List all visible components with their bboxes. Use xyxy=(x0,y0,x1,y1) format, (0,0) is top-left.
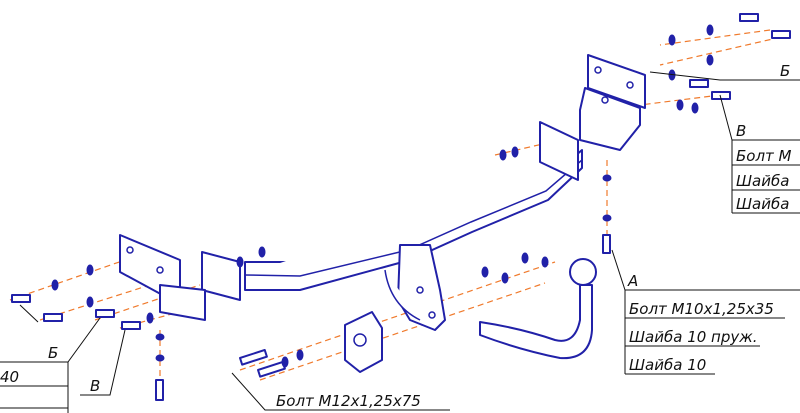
washer-v-1 xyxy=(602,174,612,182)
label-a: А xyxy=(627,272,638,290)
right-bracket-plate xyxy=(587,54,646,109)
washer-left-2 xyxy=(86,264,94,276)
washer-v-2 xyxy=(602,214,612,222)
leader-b-right xyxy=(649,71,800,81)
washer-bottom-3 xyxy=(521,252,529,264)
right-bracket-hole-3 xyxy=(601,96,609,104)
label-washer-a: Шайба 10 xyxy=(629,356,706,374)
leader-lines xyxy=(0,71,800,413)
washer-v-left-1 xyxy=(155,333,165,341)
washer-left-4 xyxy=(146,312,154,324)
washer-bottom-1 xyxy=(481,266,489,278)
washer-tr-3 xyxy=(706,54,714,66)
label-v-right: В xyxy=(736,122,746,140)
washer-bottom-4 xyxy=(541,256,549,268)
tow-ball xyxy=(479,258,597,360)
left-bracket-hole-1 xyxy=(126,246,134,254)
washer-tr-1 xyxy=(668,34,676,46)
crossbar-end-plate-right xyxy=(539,121,579,181)
washer-bottom-2 xyxy=(501,272,509,284)
washer-r-1 xyxy=(676,99,684,111)
bolt-left-1 xyxy=(11,294,31,303)
bolt-vertical-right xyxy=(602,234,611,254)
left-bracket-hole-2 xyxy=(156,266,164,274)
bolt-right-3 xyxy=(689,79,709,88)
washer-r-2 xyxy=(691,102,699,114)
right-bracket xyxy=(579,54,646,151)
nut-mid-1 xyxy=(499,149,507,161)
bolt-top-right-1 xyxy=(739,13,759,22)
socket-plate xyxy=(344,311,383,373)
washer-left-3 xyxy=(86,296,94,308)
bolt-left-3 xyxy=(95,309,115,318)
tow-ball-sphere xyxy=(569,258,597,286)
leader-v-right xyxy=(719,94,800,141)
nut-left-1 xyxy=(236,256,244,268)
crossbar xyxy=(201,121,583,301)
leader-bolt-bottom xyxy=(231,372,450,411)
center-mount-hole-2 xyxy=(428,311,436,319)
leader-v-left xyxy=(80,329,126,396)
socket-plate-hole xyxy=(353,333,367,347)
axis-left-1 xyxy=(9,259,126,301)
right-bracket-hole-1 xyxy=(594,66,602,74)
bolt-bottom-1 xyxy=(239,348,268,366)
crossbar-end-plate-left xyxy=(201,251,241,301)
label-washer-1-partial: Шайба xyxy=(736,172,789,190)
right-bracket-hole-2 xyxy=(626,81,634,89)
axis-bottom-bolts-2 xyxy=(259,282,546,381)
label-bolt-a: Болт М10х1,25х35 xyxy=(629,300,774,318)
bolt-vertical-left xyxy=(155,379,164,401)
label-v-left: В xyxy=(90,377,100,395)
axis-bottom-bolts xyxy=(239,261,556,371)
bolt-top-right-2 xyxy=(771,30,791,39)
washer-v-left-2 xyxy=(155,354,165,362)
leader-v-left-2 xyxy=(19,304,39,323)
center-mount-hole-1 xyxy=(416,286,424,294)
tow-ball-arm xyxy=(479,284,593,360)
bolt-bottom-2 xyxy=(256,360,286,378)
washer-bottom-5 xyxy=(296,349,304,361)
nut-left-2 xyxy=(258,246,266,258)
bolt-left-2 xyxy=(43,313,63,322)
right-bracket-arm xyxy=(579,87,641,151)
label-b-right: Б xyxy=(780,62,790,80)
label-bolt-bottom: Болт М12х1,25х75 xyxy=(276,392,421,410)
washer-left-1 xyxy=(51,279,59,291)
leader-a xyxy=(611,249,800,291)
label-b-left: Б xyxy=(48,344,58,362)
label-washer-a-spring: Шайба 10 пруж. xyxy=(629,328,758,346)
label-40-partial: 40 xyxy=(0,368,19,386)
bolt-left-4 xyxy=(121,321,141,330)
center-mount xyxy=(384,244,446,331)
center-mount-curve xyxy=(384,269,421,321)
washer-bottom-6 xyxy=(281,356,289,368)
crossbar-edge xyxy=(244,159,583,277)
washer-tr-2 xyxy=(706,24,714,36)
callout-labels: Б В Болт M Шайба Шайба А Болт М10х1,25х3… xyxy=(0,62,792,410)
axis-top-right-1 xyxy=(659,29,771,46)
left-bracket-flange xyxy=(159,284,206,321)
axis-top-right-2 xyxy=(659,34,791,66)
label-washer-2-partial: Шайба xyxy=(736,195,789,213)
label-bolt-m-partial: Болт M xyxy=(736,147,792,165)
left-bracket xyxy=(119,234,206,321)
nut-mid-2 xyxy=(511,146,519,158)
